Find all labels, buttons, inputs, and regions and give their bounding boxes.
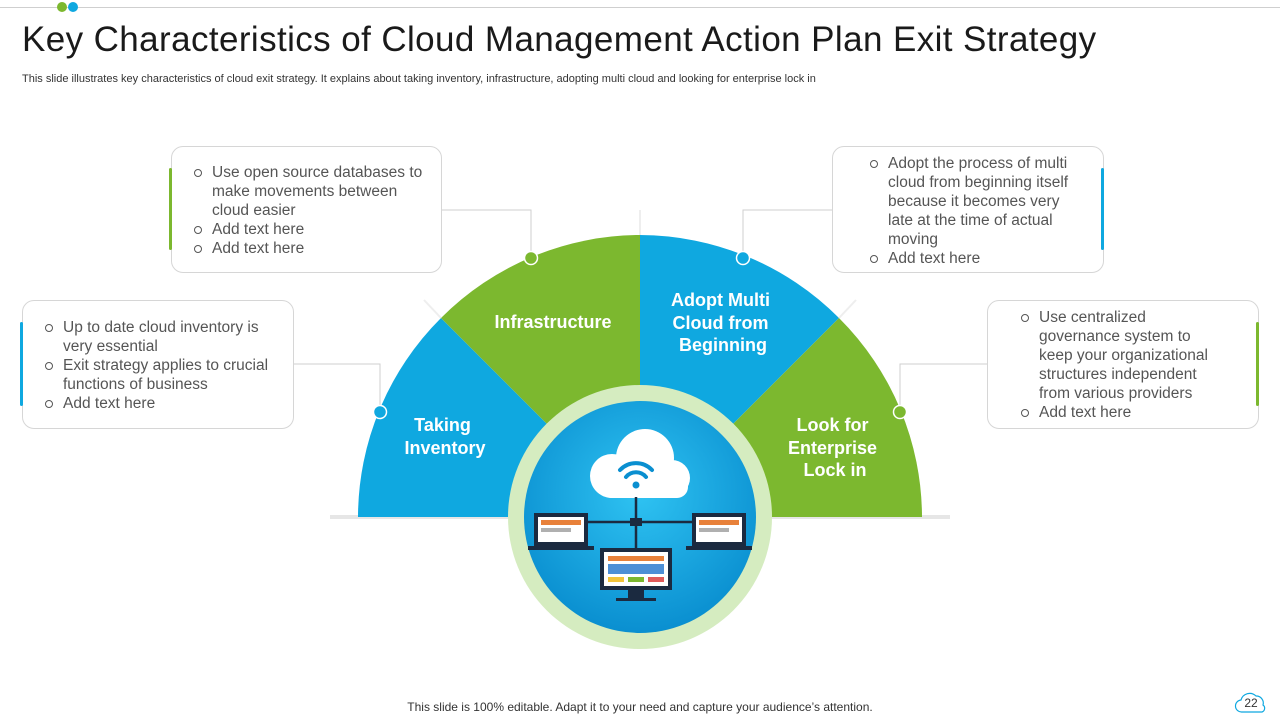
label-enterprise-lock: Look for Enterprise Lock in: [788, 415, 882, 480]
separator-left: [423, 299, 442, 319]
list-item: Up to date cloud inventory is very essen…: [45, 318, 277, 356]
label-adopt-multi-cloud: Adopt Multi Cloud from Beginning: [671, 290, 775, 355]
card-accent-blue: [20, 322, 23, 406]
list-item: Exit strategy applies to crucial functio…: [45, 356, 277, 394]
card-enterprise-lock: Use centralized governance system to kee…: [987, 300, 1259, 429]
page-number: 22: [1244, 696, 1258, 710]
slide-title: Key Characteristics of Cloud Management …: [22, 20, 1097, 59]
card-accent-green: [1256, 322, 1259, 406]
list-item: Add text here: [194, 220, 423, 239]
list-item: Add text here: [870, 249, 1073, 268]
card-accent-blue: [1101, 168, 1104, 250]
card-accent-green: [169, 168, 172, 250]
separator-right: [838, 299, 857, 319]
slide-subtitle: This slide illustrates key characteristi…: [22, 73, 816, 85]
list-item: Use open source databases to make moveme…: [194, 163, 423, 220]
card-infrastructure: Use open source databases to make moveme…: [171, 146, 442, 273]
connector-dot-multi-cloud: [735, 250, 751, 266]
page-number-badge: 22: [1234, 688, 1268, 716]
green-dot-icon: [57, 2, 67, 12]
blue-dot-icon: [68, 2, 78, 12]
label-infrastructure: Infrastructure: [494, 312, 611, 332]
connector-dot-enterprise: [892, 404, 908, 420]
card-taking-inventory: Up to date cloud inventory is very essen…: [22, 300, 294, 429]
list-item: Use centralized governance system to kee…: [1021, 308, 1228, 403]
card-multi-cloud: Adopt the process of multi cloud from be…: [832, 146, 1104, 273]
cloud-network-icon: [528, 429, 752, 601]
list-item: Add text here: [45, 394, 277, 413]
label-taking-inventory: Taking Inventory: [404, 415, 485, 458]
center-circle: [524, 401, 756, 633]
slide-footer: This slide is 100% editable. Adapt it to…: [407, 700, 873, 714]
connector-dot-inventory: [372, 404, 388, 420]
connector-lines: [293, 209, 987, 412]
list-item: Add text here: [194, 239, 423, 258]
connector-dot-infrastructure: [523, 250, 539, 266]
top-divider-line: [0, 7, 1280, 8]
list-item: Adopt the process of multi cloud from be…: [870, 154, 1073, 249]
cloud-icon: [1234, 692, 1266, 713]
list-item: Add text here: [1021, 403, 1228, 422]
